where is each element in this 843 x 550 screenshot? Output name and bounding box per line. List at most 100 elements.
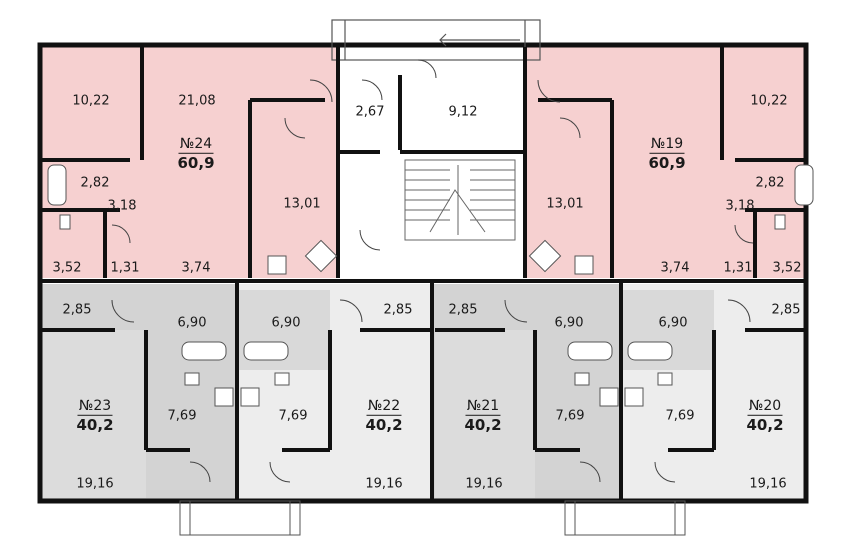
entrance-u23-u22 (179, 500, 301, 536)
stair-core-fill (338, 60, 525, 278)
room-area-label: 3,52 (772, 260, 802, 276)
door-u19-wc (734, 224, 754, 244)
door-u21-entry (579, 461, 601, 483)
stove-u24 (267, 255, 287, 275)
toilet-u24 (59, 214, 71, 230)
room-area-label: 6,90 (554, 315, 584, 331)
unit-23-living-fill (42, 330, 146, 498)
door-u20-entry (654, 461, 676, 483)
unit-number: №19 (649, 135, 685, 154)
sink-u19-kitchen (528, 239, 562, 273)
room-area-label: 1,31 (723, 260, 753, 276)
staircase (404, 159, 516, 241)
unit-badge-24: №24 60,9 (177, 135, 214, 171)
door-core-3 (359, 229, 381, 251)
door-u21-hall (504, 299, 528, 323)
room-area-label: 3,74 (660, 260, 690, 276)
room-area-label: 3,18 (725, 198, 755, 214)
unit-badge-22: №22 40,2 (365, 397, 402, 433)
room-area-label: 2,85 (383, 302, 413, 318)
unit-badge-20: №20 40,2 (746, 397, 783, 433)
room-area-label: 2,82 (80, 175, 110, 191)
stove-u20 (624, 387, 644, 407)
unit-area: 40,2 (464, 415, 502, 434)
room-area-label: 13,01 (283, 196, 321, 212)
room-area-label: 19,16 (465, 476, 503, 492)
room-area-label: 9,12 (448, 104, 478, 120)
door-u23-entry (189, 461, 211, 483)
room-area-label: 7,69 (555, 408, 585, 424)
unit-24-fill (42, 47, 338, 278)
sink-u23 (184, 372, 200, 386)
stair-arrow (429, 189, 486, 233)
door-u22-hall (339, 299, 363, 323)
sink-u20 (657, 372, 673, 386)
room-area-label: 7,69 (278, 408, 308, 424)
stove-u19 (574, 255, 594, 275)
room-area-label: 3,52 (52, 260, 82, 276)
door-u19-hall (559, 117, 581, 139)
room-area-label: 2,85 (62, 302, 92, 318)
exterior-walls (37, 42, 809, 504)
room-area-label: 21,08 (178, 93, 216, 109)
bathtub-u20 (627, 341, 673, 361)
room-area-label: 7,69 (665, 408, 695, 424)
top-arrow-head (439, 33, 447, 47)
toilet-u19 (774, 214, 786, 230)
unit-number: №24 (178, 135, 214, 154)
unit-number: №23 (77, 397, 113, 416)
unit-area: 40,2 (76, 415, 114, 434)
room-area-label: 13,01 (546, 196, 584, 212)
room-area-label: 19,16 (749, 476, 787, 492)
room-area-label: 6,90 (177, 315, 207, 331)
room-area-label: 3,18 (107, 198, 137, 214)
door-u24-hall (284, 117, 306, 139)
door-u19-entry (537, 79, 561, 103)
door-u24-entry (309, 79, 333, 103)
unit-badge-19: №19 60,9 (648, 135, 685, 171)
room-area-label: 3,74 (181, 260, 211, 276)
bottom-entrances (179, 500, 686, 536)
bathtub-u24 (47, 164, 67, 206)
door-core-2 (417, 59, 437, 79)
unit-area: 60,9 (648, 153, 686, 172)
room-area-label: 19,16 (76, 476, 114, 492)
unit-badge-23: №23 40,2 (76, 397, 113, 433)
stove-u21 (599, 387, 619, 407)
room-area-label: 1,31 (110, 260, 140, 276)
unit-19-fill (525, 47, 804, 278)
sink-u21 (574, 372, 590, 386)
door-u23-hall (111, 299, 135, 323)
apartment-fills (40, 47, 806, 500)
bathtub-u22 (243, 341, 289, 361)
sink-u24-kitchen (304, 239, 338, 273)
unit-number: №22 (366, 397, 402, 416)
unit-21-living-fill (435, 330, 535, 498)
stove-u23 (214, 387, 234, 407)
unit-number: №20 (747, 397, 783, 416)
top-stair-box (331, 19, 541, 61)
room-area-label: 7,69 (167, 408, 197, 424)
room-area-label: 2,67 (355, 104, 385, 120)
unit-area: 60,9 (177, 153, 215, 172)
top-entrance-structure (331, 19, 541, 61)
exterior-outline (37, 42, 809, 504)
kitchen-fixtures (59, 214, 786, 407)
unit-area: 40,2 (365, 415, 403, 434)
sink-u22 (274, 372, 290, 386)
unit-area: 40,2 (746, 415, 784, 434)
door-u24-wc (111, 224, 131, 244)
room-area-label: 6,90 (271, 315, 301, 331)
room-area-label: 2,85 (771, 302, 801, 318)
door-core-1 (361, 79, 383, 101)
doors (111, 59, 754, 483)
interior-walls (40, 47, 806, 501)
unit-badge-21: №21 40,2 (464, 397, 501, 433)
bathtub-u19 (794, 164, 814, 206)
door-u22-entry (269, 461, 291, 483)
entrance-u21-u20 (564, 500, 686, 536)
room-area-label: 19,16 (365, 476, 403, 492)
door-u20-hall (727, 299, 751, 323)
room-area-label: 10,22 (750, 93, 788, 109)
